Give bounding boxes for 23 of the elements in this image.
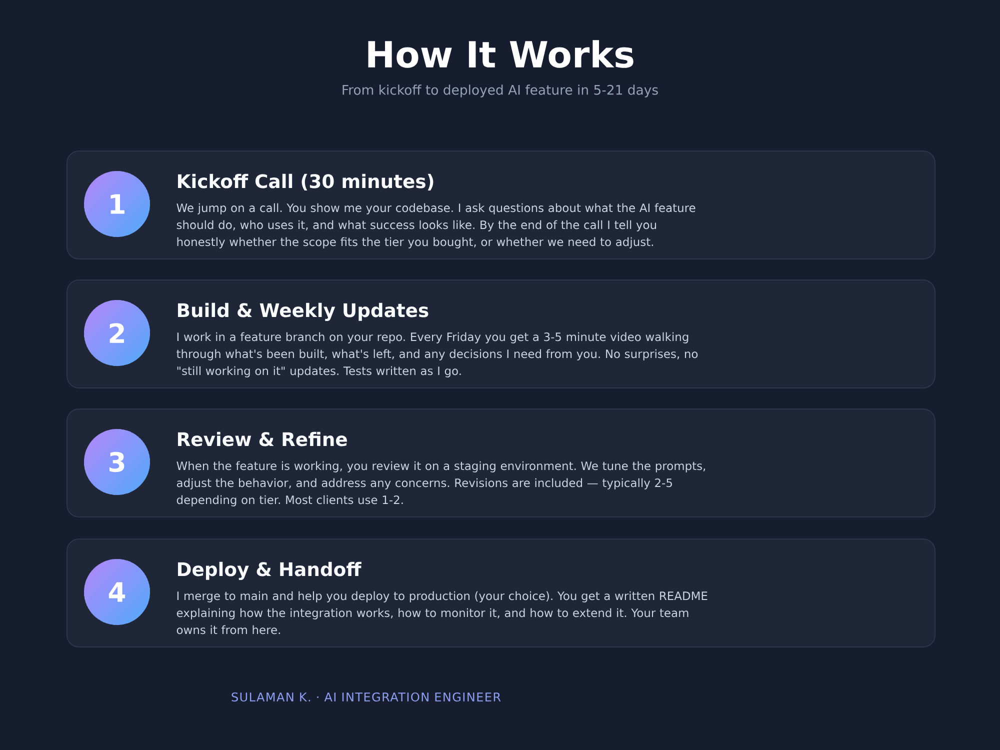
footer-text: SULAMAN K. · AI INTEGRATION ENGINEER	[232, 692, 501, 702]
step-number: 3	[110, 452, 124, 472]
step-description: When the feature is working, you review it on a staging environment. We tune the prompts, adjust the behavior, and address any concerns. Revisions are included — typically 2-5 depending on tier. Most clients use 1-2.	[176, 461, 706, 506]
title: How It Works	[368, 40, 634, 68]
step-description: I merge to main and help you deploy to production (your choice). You get a written README explaining how the integration works, how to monitor it, and how to extend it. Your team owns it from here.	[176, 591, 708, 634]
step-number: 1	[110, 194, 124, 214]
number-circle	[84, 300, 150, 366]
step-card	[66, 538, 936, 648]
step-description: I work in a feature branch on your repo. Every Friday you get a 3-5 minute video walking through what's been built, what's left, and any decisions I need from you. No surprises, no "still working on it" updates. Tests written as I go.	[176, 332, 698, 378]
step-card	[66, 150, 936, 260]
step-card	[66, 280, 936, 388]
number-circle	[84, 171, 150, 237]
subtitle: From kickoff to deployed AI feature in 5-21 days	[342, 84, 658, 98]
step-card	[66, 408, 936, 518]
number-circle	[84, 559, 150, 625]
step-description: We jump on a call. You show me your codebase. I ask questions about what the AI feature should do, who uses it, and what success looks like. By the end of the call I tell you honestly whether the scope fits the tier you bought, or whether we need to adjust.	[176, 203, 696, 248]
step-title: Kickoff Call (30 minutes)	[178, 174, 434, 190]
step-number: 4	[108, 582, 126, 602]
step-number: 2	[110, 323, 124, 343]
step-title: Deploy & Handoff	[178, 562, 362, 580]
number-circle	[84, 429, 150, 495]
step-title: Review & Refine	[178, 432, 347, 446]
step-title: Build & Weekly Updates	[178, 302, 428, 322]
